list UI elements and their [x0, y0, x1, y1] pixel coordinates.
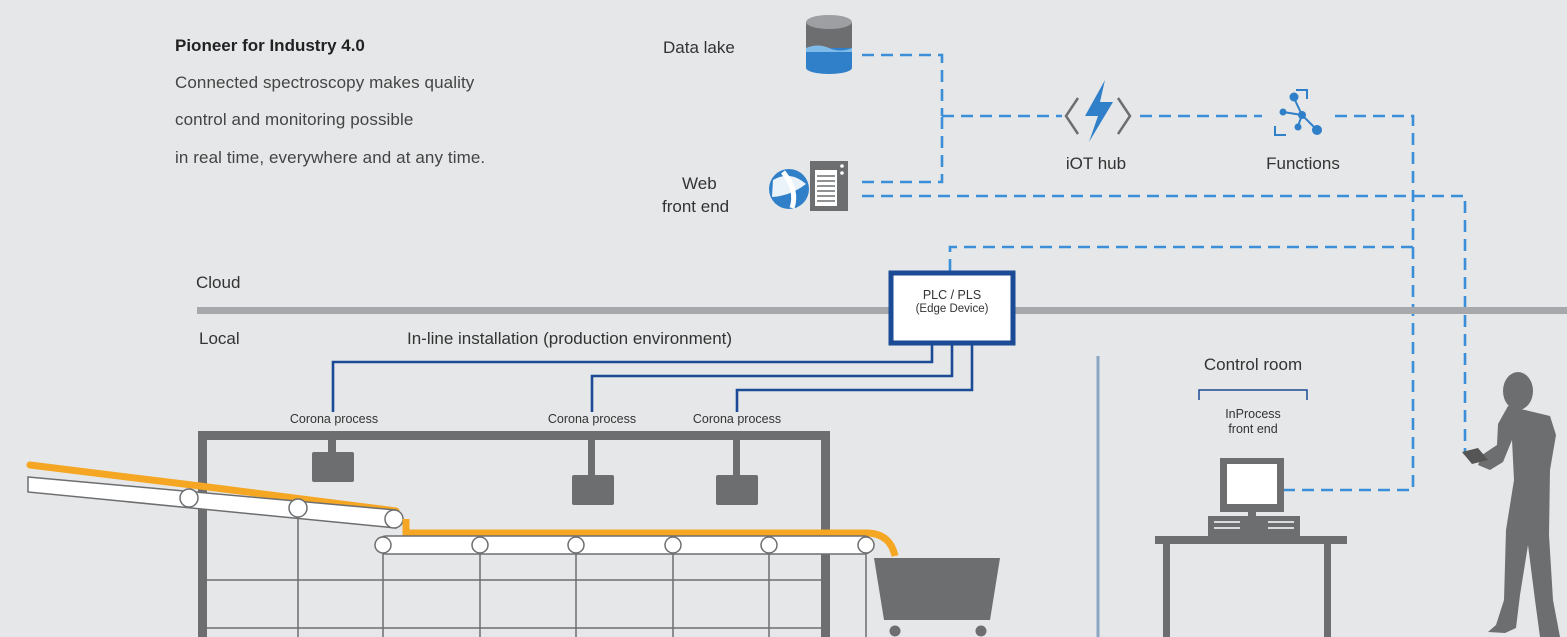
control-room-label: Control room — [1203, 355, 1303, 374]
local-zone-label: Local — [199, 329, 240, 348]
iot-hub-icon — [1064, 80, 1132, 142]
link-sensor-1 — [331, 340, 934, 412]
link-sensor-2 — [590, 340, 954, 412]
sensor-1-label: Corona process — [289, 412, 379, 426]
inprocess-line-1: InProcess — [1225, 407, 1281, 421]
link-functions-control-room — [1283, 247, 1415, 492]
link-web-front-end — [862, 116, 944, 184]
intro-line-2: control and monitoring possible — [175, 110, 414, 129]
web-front-end-label: Web front end — [662, 172, 752, 218]
sensor-2 — [572, 440, 614, 505]
link-sensor-3 — [735, 340, 974, 412]
intro-line-3: in real time, everywhere and at any time… — [175, 148, 486, 167]
data-lake-label: Data lake — [663, 38, 735, 57]
intro-line-1: Connected spectroscopy makes quality — [175, 73, 475, 92]
web-front-end-line-2: front end — [662, 197, 730, 216]
globe-icon — [769, 169, 809, 209]
link-web-to-operator — [862, 194, 1467, 455]
monitor-icon — [1208, 458, 1300, 536]
inprocess-line-2: front end — [1228, 422, 1278, 436]
web-front-end-line-1: Web — [682, 174, 717, 193]
cloud-local-divider — [197, 307, 1567, 314]
person-with-tablet-icon — [1462, 372, 1560, 637]
sensor-2-label: Corona process — [547, 412, 637, 426]
control-room-bracket — [1198, 389, 1308, 400]
collection-cart — [874, 558, 1000, 637]
intro-title: Pioneer for Industry 4.0 — [175, 36, 365, 55]
control-desk — [1155, 536, 1347, 637]
database-icon — [806, 15, 852, 74]
sensor-3-label: Corona process — [692, 412, 782, 426]
link-data-lake — [862, 53, 944, 116]
functions-icon — [1274, 89, 1322, 136]
link-functions-edge — [948, 114, 1415, 283]
inclined-conveyor — [26, 461, 404, 529]
edge-device-box — [888, 270, 1016, 346]
edge-device-line-2: (Edge Device) — [915, 303, 989, 315]
functions-label: Functions — [1266, 154, 1340, 173]
iot-hub-label: iOT hub — [1065, 154, 1127, 173]
inline-installation-label: In-line installation (production environ… — [407, 329, 733, 348]
server-icon — [810, 161, 848, 211]
sensor-heads — [312, 440, 758, 505]
inprocess-front-end-label: InProcess front end — [1198, 407, 1308, 437]
sensor-3 — [716, 440, 758, 505]
edge-device-line-1: PLC / PLS — [922, 288, 982, 302]
flat-conveyor — [374, 519, 899, 557]
cloud-zone-label: Cloud — [196, 273, 241, 292]
sensor-1 — [312, 440, 354, 482]
local-links — [331, 340, 974, 412]
cloud-links — [862, 53, 1467, 492]
